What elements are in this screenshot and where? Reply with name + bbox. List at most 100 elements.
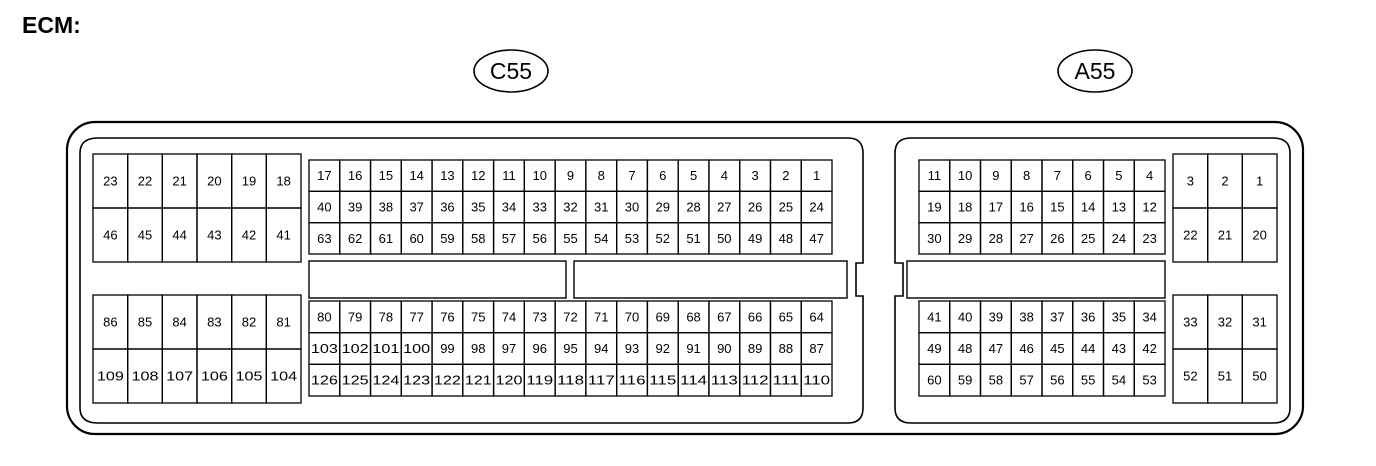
pin-number: 15: [379, 168, 393, 183]
pin-number: 85: [138, 315, 152, 330]
pin-number: 32: [1218, 315, 1232, 330]
pin-number: 11: [928, 168, 942, 183]
c55-key-slot-right: [573, 260, 848, 299]
pin-number: 35: [471, 200, 485, 215]
pin-number: 60: [409, 231, 423, 246]
pin-number: 80: [317, 309, 331, 324]
pin-number: 16: [348, 168, 362, 183]
pin-number: 54: [1112, 373, 1126, 388]
pin-number: 107: [166, 369, 193, 384]
pin-cell: [265, 348, 302, 404]
pin-number: 55: [563, 231, 577, 246]
pin-number: 19: [927, 200, 941, 215]
pin-number: 6: [659, 168, 666, 183]
pin-number: 24: [809, 200, 823, 215]
pin-number: 17: [317, 168, 331, 183]
pin-cell: [800, 363, 833, 397]
pin-number: 11: [502, 168, 516, 183]
pin-number: 14: [1081, 200, 1095, 215]
pin-number: 71: [594, 309, 608, 324]
pin-number: 100: [403, 341, 430, 356]
pin-number: 7: [1054, 168, 1061, 183]
pin-number: 34: [1142, 309, 1156, 324]
pin-number: 35: [1112, 309, 1126, 324]
c55-key-slot-left: [308, 260, 567, 299]
pin-number: 102: [342, 341, 369, 356]
pin-number: 79: [348, 309, 362, 324]
pin-number: 90: [717, 341, 731, 356]
pin-number: 9: [992, 168, 999, 183]
pin-number: 116: [619, 373, 646, 388]
pin-number: 22: [138, 174, 152, 189]
pin-number: 20: [207, 174, 221, 189]
pin-number: 57: [502, 231, 516, 246]
pin-number: 72: [563, 309, 577, 324]
connector-label-a55: A55: [1057, 49, 1133, 93]
pin-number: 50: [1252, 369, 1266, 384]
pin-number: 96: [533, 341, 547, 356]
pin-number: 48: [958, 341, 972, 356]
pin-number: 109: [97, 369, 124, 384]
pin-number: 24: [1112, 231, 1126, 246]
pin-number: 10: [533, 168, 547, 183]
pin-number: 13: [1112, 200, 1126, 215]
pin-number: 126: [311, 373, 338, 388]
pin-number: 8: [598, 168, 605, 183]
pin-number: 56: [533, 231, 547, 246]
pin-number: 53: [625, 231, 639, 246]
pin-number: 87: [809, 341, 823, 356]
pin-number: 78: [379, 309, 393, 324]
pin-number: 4: [1146, 168, 1153, 183]
pin-number: 2: [1221, 174, 1228, 189]
pin-number: 12: [1142, 200, 1156, 215]
pin-number: 39: [348, 200, 362, 215]
pin-number: 46: [1019, 341, 1033, 356]
pin-number: 30: [927, 231, 941, 246]
pin-number: 26: [1050, 231, 1064, 246]
pin-number: 70: [625, 309, 639, 324]
pin-number: 38: [379, 200, 393, 215]
pin-number: 123: [403, 373, 430, 388]
pin-number: 45: [138, 228, 152, 243]
pin-number: 13: [440, 168, 454, 183]
pin-number: 52: [656, 231, 670, 246]
pin-number: 92: [656, 341, 670, 356]
pin-number: 57: [1019, 373, 1033, 388]
pin-number: 63: [317, 231, 331, 246]
pin-number: 3: [1187, 174, 1194, 189]
pin-cell: [800, 222, 833, 255]
pin-number: 64: [809, 309, 823, 324]
pin-number: 43: [1112, 341, 1126, 356]
pin-number: 94: [594, 341, 608, 356]
pin-number: 44: [172, 228, 186, 243]
pin-number: 23: [1142, 231, 1156, 246]
pin-number: 62: [348, 231, 362, 246]
pin-number: 99: [440, 341, 454, 356]
pin-number: 15: [1050, 200, 1064, 215]
pin-number: 59: [958, 373, 972, 388]
pin-number: 56: [1050, 373, 1064, 388]
pin-number: 3: [751, 168, 758, 183]
pin-number: 59: [440, 231, 454, 246]
pin-number: 65: [779, 309, 793, 324]
pin-number: 89: [748, 341, 762, 356]
pin-number: 41: [276, 228, 290, 243]
pin-number: 29: [656, 200, 670, 215]
pin-number: 50: [717, 231, 731, 246]
pin-number: 101: [372, 341, 399, 356]
pin-number: 40: [317, 200, 331, 215]
pin-number: 34: [502, 200, 516, 215]
pin-number: 77: [409, 309, 423, 324]
pin-number: 1: [1256, 174, 1263, 189]
pin-number: 108: [132, 369, 159, 384]
pin-number: 18: [276, 174, 290, 189]
pin-number: 103: [311, 341, 338, 356]
pin-number: 28: [686, 200, 700, 215]
pin-number: 43: [207, 228, 221, 243]
pin-number: 5: [690, 168, 697, 183]
pin-number: 88: [779, 341, 793, 356]
pin-number: 83: [207, 315, 221, 330]
